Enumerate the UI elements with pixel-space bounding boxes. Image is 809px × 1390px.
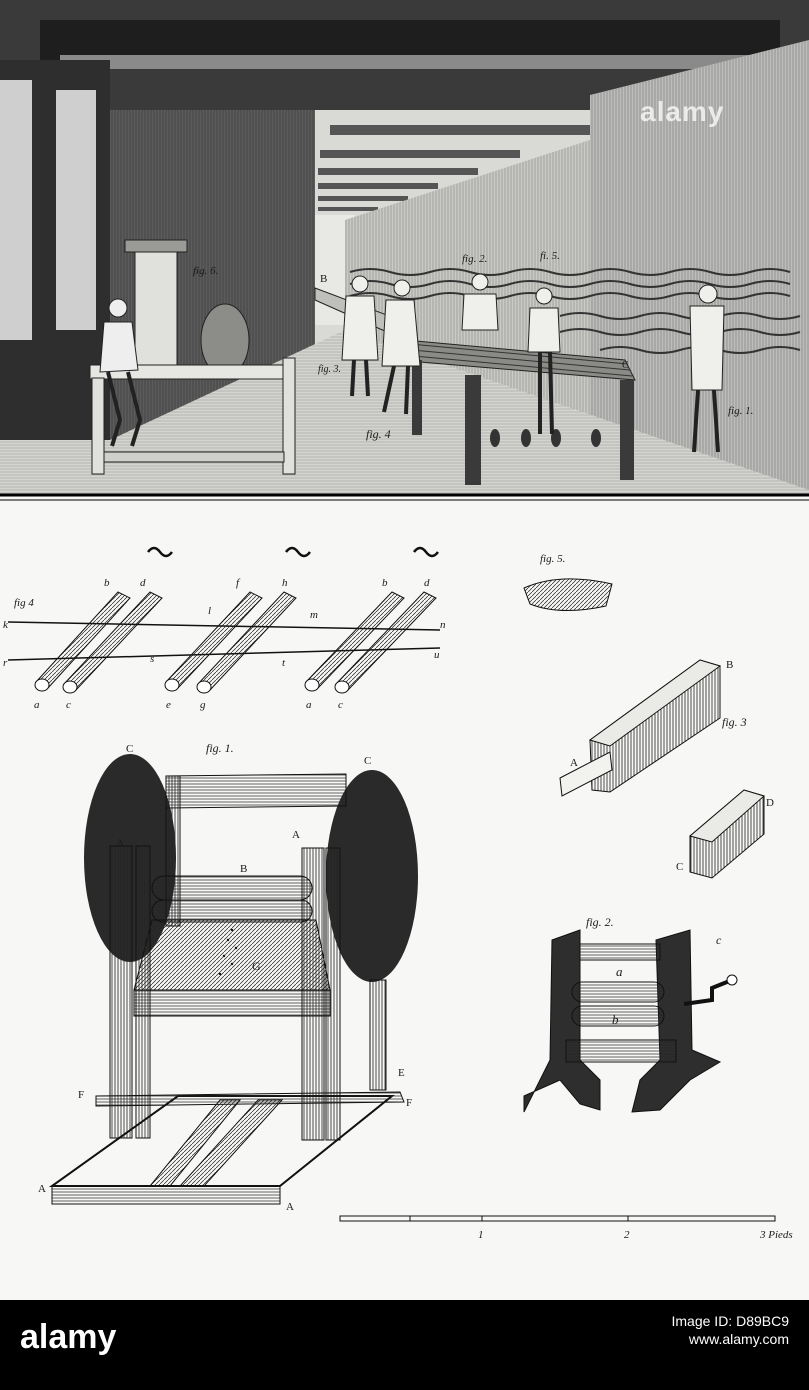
footer-logo[interactable]: alamy	[20, 1318, 117, 1356]
fig2-label-c: c	[716, 933, 722, 947]
fig3-title: fig. 3	[722, 715, 747, 729]
fig4-label-r: r	[3, 657, 8, 669]
scale-label-3: 3 Pieds	[759, 1229, 793, 1241]
fig4-label-a2: a	[306, 699, 312, 711]
fig3-label-C: C	[676, 861, 683, 873]
fig1-label-F1: F	[78, 1089, 84, 1101]
fig5-title: fig. 5.	[540, 553, 565, 565]
engraving-svg: fig. 6. fig. 2. fi. 5. fig. 3. fig. 4 fi…	[0, 0, 809, 1241]
fig1-machine: fig. 1. C C A A B G	[38, 741, 418, 1213]
fig1-label-A1: A	[116, 837, 124, 849]
fig2-label-b: b	[612, 1012, 619, 1027]
fig1-label-C2: C	[364, 755, 371, 767]
fig4-label-l: l	[208, 605, 211, 617]
fig5-block: fig. 5.	[523, 553, 613, 612]
fig3-label-A: A	[570, 757, 578, 769]
fig3-label-B: B	[726, 659, 733, 671]
fig1-label-A2: A	[292, 829, 300, 841]
fig4-rollers-diagram: fig 4 b d f h b d l m n k r s t u a c e …	[3, 546, 446, 711]
fig4-label-f: f	[236, 577, 241, 589]
fig4-label-b1: b	[104, 577, 110, 589]
footer-image-id: Image ID: D89BC9	[671, 1313, 790, 1329]
label-scene-fig2: fig. 2.	[462, 253, 487, 265]
fig4-label-m: m	[310, 609, 318, 621]
fig1-label-A4: A	[286, 1201, 294, 1213]
fig1-label-E: E	[398, 1067, 405, 1079]
fig4-label-d2: d	[424, 577, 430, 589]
fig4-label-h: h	[282, 577, 288, 589]
fig4-label-a1: a	[34, 699, 40, 711]
footer-site[interactable]: www.alamy.com	[688, 1331, 789, 1347]
footer-bar: alamy Image ID: D89BC9 www.alamy.com	[0, 1300, 809, 1390]
label-scene-fig4: fig. 4	[366, 427, 391, 441]
fig4-title: fig 4	[14, 597, 34, 609]
fig4-label-e: e	[166, 699, 171, 711]
s-hooks	[147, 546, 439, 558]
fig1-label-G: G	[252, 959, 261, 973]
scale-label-1: 1	[478, 1229, 484, 1241]
fig4-label-b2: b	[382, 577, 388, 589]
fig4-label-k: k	[3, 619, 9, 631]
label-scene-fig1: fig. 1.	[728, 405, 753, 417]
fig4-label-t: t	[282, 657, 286, 669]
engraving-plate: fig. 6. fig. 2. fi. 5. fig. 3. fig. 4 fi…	[0, 0, 809, 1241]
fig4-label-n: n	[440, 619, 446, 631]
fig1-title: fig. 1.	[206, 741, 234, 755]
fig4-label-d1: d	[140, 577, 146, 589]
fig4-label-s: s	[150, 653, 154, 665]
fig3-label-D: D	[766, 797, 774, 809]
fig2-title: fig. 2.	[586, 915, 614, 929]
fig1-label-A3: A	[38, 1183, 46, 1195]
fig2-crank-machine: fig. 2. a b c	[523, 915, 738, 1113]
roller-pairs	[34, 591, 437, 694]
label-scene-fig5: fi. 5.	[540, 250, 560, 262]
label-scene-B: B	[320, 273, 327, 285]
watermark: alamy	[640, 96, 725, 127]
workshop-scene: fig. 6. fig. 2. fi. 5. fig. 3. fig. 4 fi…	[0, 0, 809, 495]
fig4-label-u: u	[434, 649, 440, 661]
scale-bar: 1 2 3 Pieds	[339, 1215, 793, 1241]
label-fig6: fig. 6.	[193, 265, 218, 277]
fig4-label-c2: c	[338, 699, 343, 711]
fig1-label-B: B	[240, 863, 247, 875]
fig3-bar: B A fig. 3 D C	[559, 659, 774, 879]
footer-info: Image ID: D89BC9 www.alamy.com	[672, 1312, 790, 1348]
fig4-label-g: g	[200, 699, 206, 711]
scale-label-2: 2	[624, 1229, 630, 1241]
fig1-label-C1: C	[126, 743, 133, 755]
label-scene-fig3: fig. 3.	[318, 364, 341, 375]
fig2-label-a: a	[616, 964, 623, 979]
fig4-label-c1: c	[66, 699, 71, 711]
fig1-label-F2: F	[406, 1097, 412, 1109]
label-scene-C: C	[622, 360, 629, 371]
